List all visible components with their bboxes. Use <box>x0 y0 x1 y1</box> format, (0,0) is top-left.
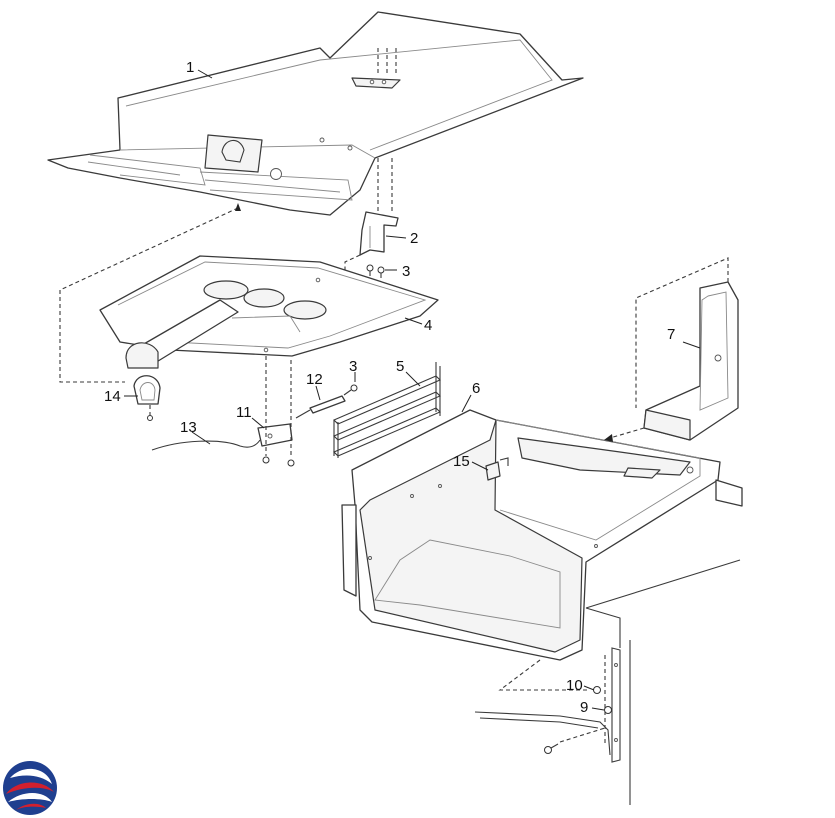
guide-screws <box>559 655 606 745</box>
callout-4: 4 <box>424 317 432 334</box>
callout-7: 7 <box>667 326 675 343</box>
part-10-screw <box>593 686 601 694</box>
part-3-screws-top <box>366 264 385 278</box>
guide-drawer <box>498 659 590 691</box>
arrow-head-up <box>235 203 241 211</box>
callout-2: 2 <box>410 230 418 247</box>
part-1-top-panel <box>47 11 584 216</box>
brand-swirl-logo <box>3 761 57 815</box>
callout-5: 5 <box>396 358 404 375</box>
part-5-broil-rack <box>333 362 441 458</box>
callout-14: 14 <box>104 388 121 405</box>
part-13-thermocouple <box>151 439 261 451</box>
part-11-ignitor-bracket <box>257 423 295 467</box>
part-6-broiler-cavity <box>341 409 743 661</box>
guide-7-cavity <box>609 427 645 439</box>
part-14-clip <box>133 375 161 421</box>
part-4-burner-plate <box>99 255 439 369</box>
guide-11 <box>265 356 292 458</box>
leader-lines <box>124 69 701 711</box>
callout-6: 6 <box>472 380 480 397</box>
callout-12: 12 <box>306 371 323 388</box>
callout-11: 11 <box>236 404 252 421</box>
callout-9: 9 <box>580 699 588 716</box>
callout-3-lower: 3 <box>349 358 357 375</box>
callout-10: 10 <box>566 677 583 694</box>
cabinet-screw <box>544 743 559 754</box>
part-2-bracket <box>359 211 399 256</box>
range-cabinet-side <box>474 559 741 805</box>
part-9-screw <box>604 706 612 714</box>
callout-15: 15 <box>453 453 470 470</box>
part-15-clip <box>485 457 509 481</box>
callout-labels: 1 2 3 4 3 5 6 7 11 12 13 14 15 10 9 <box>104 59 675 716</box>
callout-13: 13 <box>180 419 197 436</box>
part-3-screw-mid <box>343 384 358 396</box>
guide-left <box>59 207 239 383</box>
callout-1: 1 <box>186 59 194 76</box>
callout-3-upper: 3 <box>402 263 410 280</box>
guide-top <box>377 48 397 74</box>
guide-bracket <box>377 158 393 214</box>
part-7-side-shield <box>643 281 739 441</box>
part-12-ignitor <box>295 395 346 419</box>
arrow-head-7 <box>604 434 613 442</box>
